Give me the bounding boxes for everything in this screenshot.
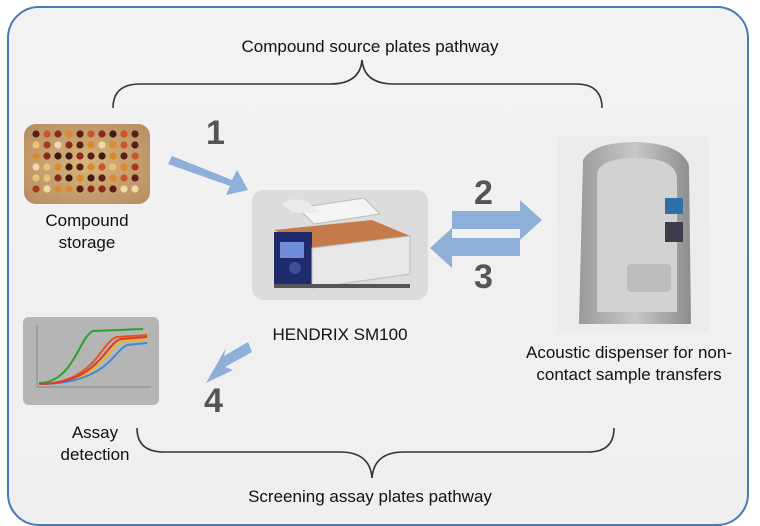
plate-well	[32, 163, 40, 171]
plate-well	[87, 174, 95, 182]
plate-well	[76, 174, 84, 182]
plate-well	[87, 163, 95, 171]
plate-well	[32, 174, 40, 182]
plate-well	[109, 185, 117, 193]
plate-well	[131, 130, 139, 138]
plate-well	[120, 174, 128, 182]
plate-well	[65, 185, 73, 193]
plate-well	[87, 152, 95, 160]
plate-well	[98, 174, 106, 182]
top-pathway-title: Compound source plates pathway	[241, 37, 499, 56]
plate-well	[131, 163, 139, 171]
plate-well	[87, 130, 95, 138]
hendrix-device-photo	[252, 190, 428, 300]
plate-well	[43, 130, 51, 138]
plate-well	[120, 185, 128, 193]
compound-storage-line2: storage	[58, 233, 116, 252]
plate-well	[98, 130, 106, 138]
plate-well	[120, 152, 128, 160]
hendrix-label: HENDRIX SM100	[272, 325, 408, 344]
plate-well	[76, 185, 84, 193]
dispenser-label: Acoustic dispenser for non- contact samp…	[500, 342, 758, 386]
plate-well	[120, 141, 128, 149]
plate-well	[54, 163, 62, 171]
assay-detection-label: Assay detection	[40, 422, 150, 466]
step-3-number: 3	[474, 258, 493, 296]
arrow-2	[452, 200, 542, 240]
plate-well	[76, 163, 84, 171]
plate-well	[109, 163, 117, 171]
plate-well	[43, 174, 51, 182]
plate-well	[131, 141, 139, 149]
plate-well	[98, 152, 106, 160]
plate-well	[32, 130, 40, 138]
plate-well	[43, 141, 51, 149]
compound-storage-line1: Compound	[45, 211, 129, 230]
plate-well	[109, 152, 117, 160]
plate-well	[65, 130, 73, 138]
top-brace	[112, 59, 603, 109]
plate-well	[109, 130, 117, 138]
step-1-number: 1	[206, 114, 225, 152]
acoustic-dispenser-photo	[557, 136, 709, 332]
bottom-pathway-title: Screening assay plates pathway	[248, 487, 492, 506]
arrow-1	[168, 156, 248, 195]
plate-well	[65, 152, 73, 160]
plate-well	[76, 141, 84, 149]
bottom-brace	[136, 427, 615, 479]
plate-well	[76, 130, 84, 138]
assay-label-line1: Assay	[71, 423, 119, 442]
plate-well	[65, 163, 73, 171]
plate-well	[87, 185, 95, 193]
plate-well	[98, 163, 106, 171]
plate-well	[43, 163, 51, 171]
plate-well	[54, 174, 62, 182]
arrow-4	[206, 342, 252, 383]
plate-well	[109, 141, 117, 149]
step-2-number: 2	[474, 174, 493, 212]
plate-well	[131, 185, 139, 193]
dispenser-label-line1: Acoustic dispenser for non-	[526, 343, 732, 362]
step-4-number: 4	[204, 382, 223, 420]
plate-well	[120, 163, 128, 171]
plate-well	[87, 141, 95, 149]
plate-well	[98, 185, 106, 193]
plate-well	[131, 152, 139, 160]
plate-well	[32, 185, 40, 193]
plate-well	[32, 152, 40, 160]
plate-well	[54, 141, 62, 149]
plate-well	[54, 152, 62, 160]
plate-well	[32, 141, 40, 149]
plate-well	[109, 174, 117, 182]
plate-well	[131, 174, 139, 182]
compound-plate-photo	[24, 124, 150, 204]
assay-label-line2: detection	[60, 445, 130, 464]
plate-well	[43, 152, 51, 160]
plate-well	[65, 174, 73, 182]
plate-well	[54, 130, 62, 138]
arrow-3	[430, 228, 520, 268]
plate-well	[65, 141, 73, 149]
plate-well	[98, 141, 106, 149]
compound-storage-label: Compound storage	[22, 210, 152, 254]
assay-curve-chart	[23, 317, 159, 405]
plate-well	[54, 185, 62, 193]
plate-well	[120, 130, 128, 138]
plate-well	[43, 185, 51, 193]
plate-well	[76, 152, 84, 160]
dispenser-label-line2: contact sample transfers	[536, 365, 722, 384]
